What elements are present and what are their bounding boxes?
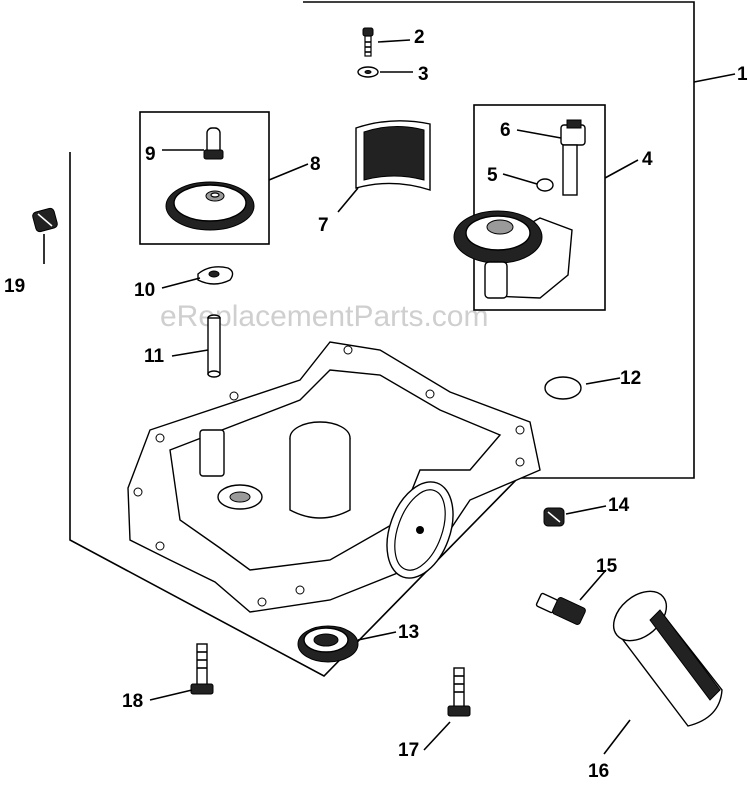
callout-8: 8: [310, 154, 321, 175]
callout-3: 3: [418, 64, 429, 85]
part-11-shaft: [207, 314, 221, 378]
callout-17: 17: [398, 740, 419, 761]
part-18-bolt: [190, 643, 214, 695]
callout-5: 5: [487, 165, 498, 186]
callout-9: 9: [145, 144, 156, 165]
callout-13: 13: [398, 622, 419, 643]
part-19-plug: [32, 207, 58, 233]
part-12-o-ring: [544, 376, 582, 400]
part-16-oil-filter: [612, 590, 723, 727]
part-13-seal: [297, 625, 359, 663]
part-8-gear: [165, 181, 255, 231]
callout-1: 1: [737, 64, 748, 85]
part-10-washer: [197, 266, 234, 285]
callout-10: 10: [134, 280, 155, 301]
callout-7: 7: [318, 215, 329, 236]
part-4-oil-pump: [453, 210, 573, 299]
part-14-fitting: [543, 507, 565, 527]
part-7-bearing: [355, 120, 431, 191]
callout-4: 4: [642, 149, 653, 170]
callout-14: 14: [608, 495, 630, 516]
leader-lines: [43, 39, 736, 755]
part-15-adapter: [535, 592, 586, 626]
callout-19: 19: [4, 276, 25, 297]
part-5-o-ring: [536, 178, 554, 192]
gear-box-outline: [139, 111, 270, 245]
callout-6: 6: [500, 120, 511, 141]
part-17-bolt: [447, 667, 471, 717]
part-6-pickup-tube: [560, 119, 586, 196]
callout-12: 12: [620, 368, 641, 389]
callout-16: 16: [588, 761, 609, 782]
callout-15: 15: [596, 556, 618, 577]
part-3-washer: [357, 66, 379, 78]
part-2-screw: [362, 27, 374, 57]
callout-18: 18: [122, 691, 143, 712]
part-9-pin: [203, 127, 224, 160]
pump-box-outline: [473, 104, 606, 311]
callout-11: 11: [144, 346, 165, 367]
oil-pan-housing: [127, 341, 541, 613]
callout-2: 2: [414, 27, 425, 48]
